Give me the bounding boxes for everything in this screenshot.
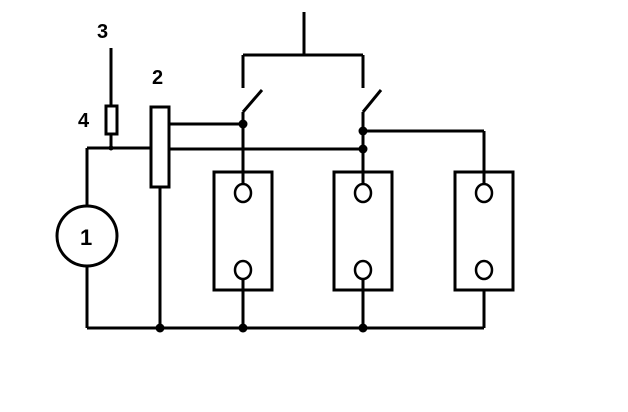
label-junction: 2 — [152, 67, 163, 89]
label-fuse: 4 — [78, 110, 90, 132]
switch-left-blade — [241, 89, 264, 113]
switch-left — [241, 89, 264, 113]
node-fuse — [108, 145, 114, 151]
switch-right-blade — [361, 89, 383, 113]
unit-3 — [453, 170, 515, 328]
node-bottom-unit-1 — [238, 323, 248, 333]
unit-1-top-contact — [233, 182, 253, 204]
switch-right — [361, 89, 383, 113]
fuse-body — [104, 104, 119, 136]
node-middle-bus — [358, 144, 368, 154]
meter-branch — [55, 146, 152, 328]
node-bottom-junction — [155, 323, 165, 333]
node-bottom-unit-2 — [358, 323, 368, 333]
unit-2-top-contact — [353, 182, 373, 204]
unit-2 — [332, 170, 394, 328]
node-left-switch — [238, 119, 248, 129]
junction-body — [149, 105, 171, 189]
label-meter: 1 — [80, 225, 92, 250]
label-lead: 3 — [97, 21, 108, 43]
junction-block — [149, 105, 171, 328]
unit-1 — [212, 170, 274, 328]
unit-3-bottom-contact — [474, 259, 494, 281]
unit-2-bottom-contact — [353, 259, 373, 281]
meter-circle — [55, 204, 119, 268]
unit-1-bottom-contact — [233, 259, 253, 281]
lead-and-fuse — [104, 48, 119, 148]
junction-nodes — [108, 119, 368, 333]
switch-linkage — [241, 12, 365, 88]
node-right-switch — [358, 126, 368, 136]
unit-3-top-contact — [474, 182, 494, 204]
